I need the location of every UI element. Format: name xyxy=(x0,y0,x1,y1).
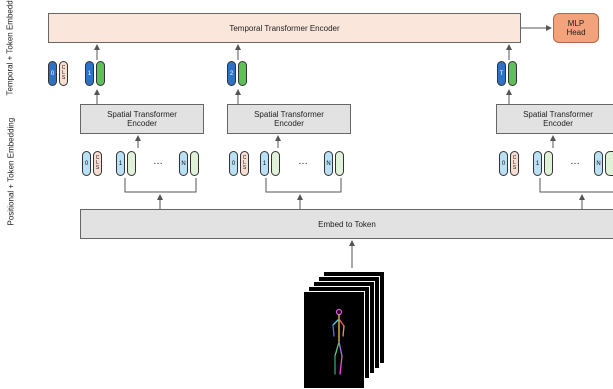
skeleton-figure xyxy=(332,308,345,375)
patch-embedding-1 xyxy=(544,151,553,176)
frame-embedding-1 xyxy=(96,61,105,86)
temporal-encoder-label: Temporal Transformer Encoder xyxy=(229,23,340,33)
patch-ellipsis: … xyxy=(570,156,581,167)
patch-ellipsis: … xyxy=(153,156,164,167)
spatial-transformer-encoder-2: Spatial Transformer Encoder xyxy=(227,104,351,134)
patch-embedding-1 xyxy=(127,151,136,176)
spatial-transformer-encoder-3: Spatial Transformer Encoder xyxy=(496,104,613,134)
mlp-head: MLP Head xyxy=(553,13,599,43)
patch-embedding-n xyxy=(190,151,199,176)
frame-token-1: 1 xyxy=(85,61,94,86)
embed-to-token-label: Embed to Token xyxy=(318,219,376,229)
embed-to-token: Embed to Token xyxy=(80,209,613,239)
spatial-encoder-label: Spatial Transformer Encoder xyxy=(107,110,177,128)
patch-token-1: 1 xyxy=(260,151,269,176)
patch-token-n: N xyxy=(179,151,188,176)
spatial-encoder-label: Spatial Transformer Encoder xyxy=(254,110,324,128)
token-zero: 0 xyxy=(48,61,57,86)
patch-embedding-n xyxy=(335,151,344,176)
temporal-embedding-label: Temporal + Token Embedding xyxy=(5,0,15,96)
patch-token-n: N xyxy=(594,151,603,176)
patch-token-1: 1 xyxy=(533,151,542,176)
patch-embedding-n xyxy=(605,151,613,176)
patch-token-zero: 0 xyxy=(82,151,91,176)
patch-token-1: 1 xyxy=(116,151,125,176)
frame-embedding-2 xyxy=(238,61,247,86)
patch-token-zero: 0 xyxy=(499,151,508,176)
patch-token-zero: 0 xyxy=(229,151,238,176)
frame-embedding-t xyxy=(508,61,517,86)
frame-token-2: 2 xyxy=(227,61,236,86)
spatial-transformer-encoder-1: Spatial Transformer Encoder xyxy=(80,104,204,134)
frame-token-t: T xyxy=(497,61,506,86)
patch-embedding-1 xyxy=(271,151,280,176)
patch-ellipsis: … xyxy=(298,156,309,167)
mlp-head-label: MLP Head xyxy=(566,19,586,37)
temporal-transformer-encoder: Temporal Transformer Encoder xyxy=(48,13,521,43)
patch-token-n: N xyxy=(324,151,333,176)
input-frame-front xyxy=(303,291,365,389)
positional-embedding-label: Positional + Token Embedding xyxy=(6,117,16,226)
spatial-encoder-label: Spatial Transformer Encoder xyxy=(523,110,593,128)
